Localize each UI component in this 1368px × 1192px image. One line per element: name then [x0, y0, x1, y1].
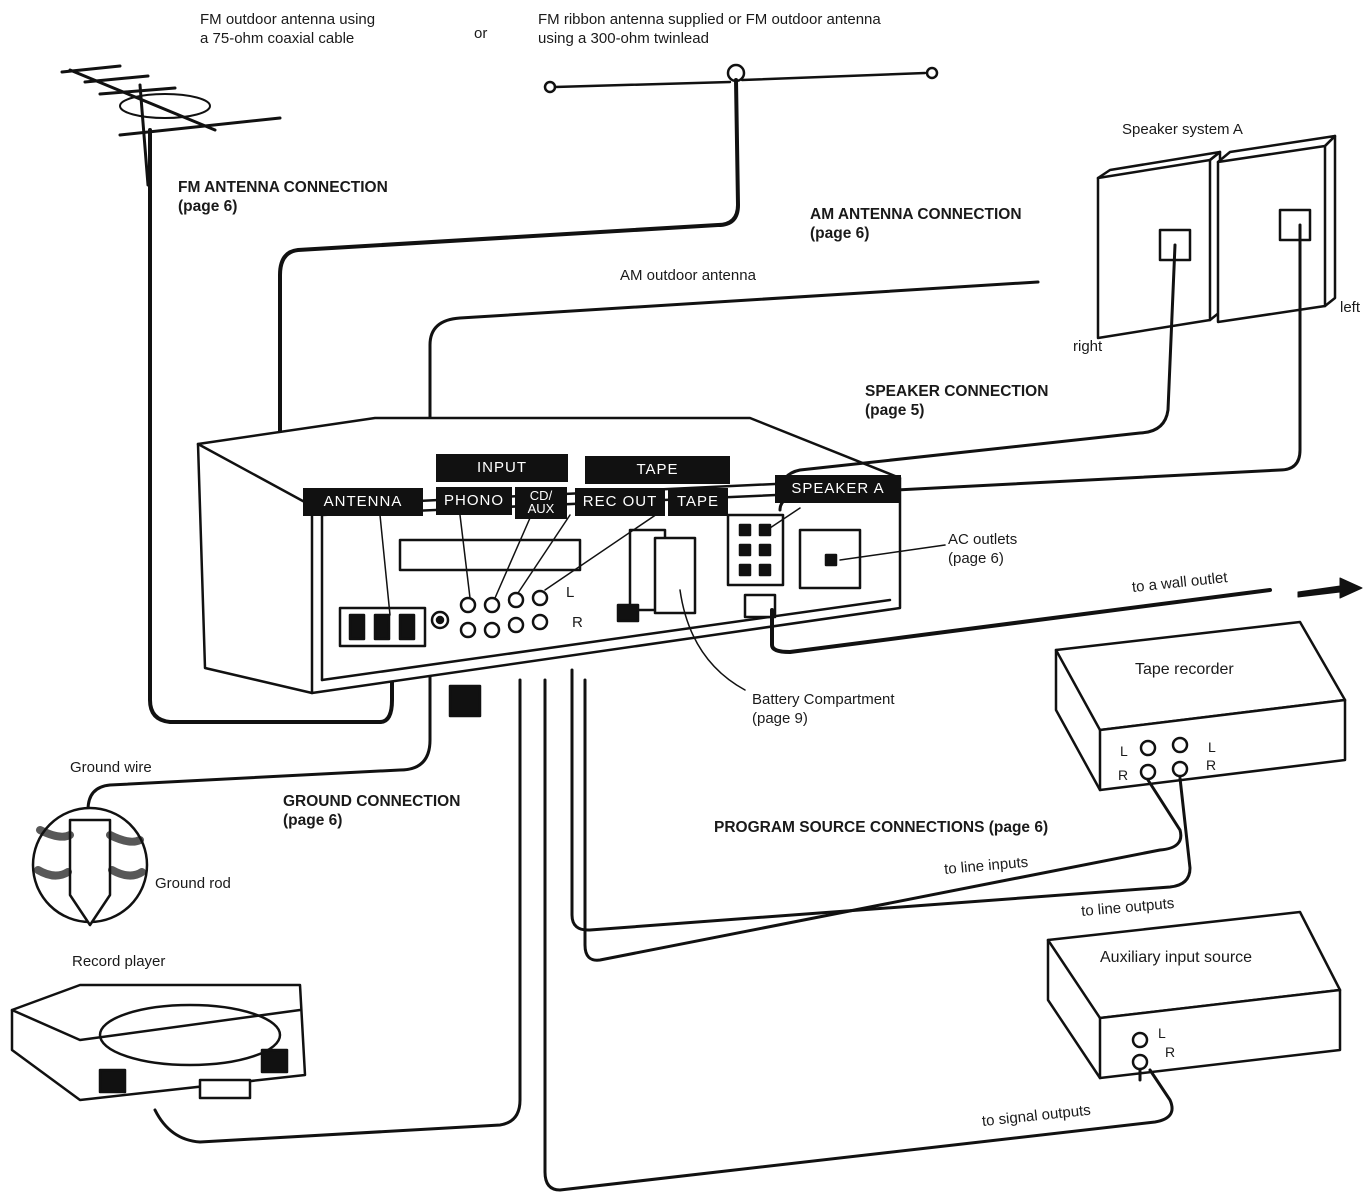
ground-wire-label: Ground wire	[70, 759, 152, 776]
program-source-connections-label: PROGRAM SOURCE CONNECTIONS (page 6)	[714, 819, 1049, 836]
speaker-connection: SPEAKER CONNECTION (page 5)	[865, 382, 1048, 420]
aux-r-label: R	[1165, 1044, 1176, 1060]
ground-connection-page: (page 6)	[283, 812, 343, 829]
fm-antenna-connection: FM ANTENNA CONNECTION (page 6)	[178, 178, 388, 216]
panel-antenna: ANTENNA	[303, 488, 423, 516]
speaker-connection-page: (page 5)	[865, 402, 925, 419]
leader-lines	[379, 507, 946, 691]
tape-l-label: L	[1120, 743, 1128, 759]
am-antenna-connection: AM ANTENNA CONNECTION (page 6)	[810, 205, 1022, 243]
fm-outdoor-antenna-label: FM outdoor antenna using a 75-ohm coaxia…	[200, 10, 375, 48]
fm-antenna-connection-page: (page 6)	[178, 198, 238, 215]
am-outdoor-antenna-label: AM outdoor antenna	[620, 267, 756, 284]
battery-compartment-page: (page 9)	[752, 710, 808, 727]
fm-outdoor-antenna-line1: FM outdoor antenna using	[200, 11, 376, 28]
tape-r-label: R	[1118, 767, 1129, 783]
panel-input: INPUT	[436, 454, 568, 482]
receiver-unit-drawing	[196, 416, 902, 718]
fm-outdoor-antenna-line2: a 75-ohm coaxial cable	[200, 30, 355, 47]
speakers-drawing	[778, 134, 1337, 512]
tape-recorder-label: Tape recorder	[1135, 661, 1234, 678]
am-antenna-connection-page: (page 6)	[810, 225, 870, 242]
power-cord	[770, 588, 1272, 654]
panel-phono: PHONO	[436, 487, 512, 515]
panel-rec-out: REC OUT	[575, 488, 665, 516]
ac-outlets-label: AC outlets (page 6)	[948, 530, 1017, 568]
speaker-connection-title: SPEAKER CONNECTION	[865, 383, 1049, 400]
ground-rod-label: Ground rod	[155, 875, 231, 892]
ac-outlets-page: (page 6)	[948, 550, 1004, 567]
panel-cd-aux-line2: AUX	[527, 501, 555, 516]
am-antenna-connection-title: AM ANTENNA CONNECTION	[810, 206, 1022, 223]
fm-antenna-connection-title: FM ANTENNA CONNECTION	[178, 179, 388, 196]
battery-compartment-title: Battery Compartment	[752, 691, 895, 708]
jack-l-label: L	[566, 584, 575, 601]
ground-connection-title: GROUND CONNECTION	[283, 793, 461, 810]
rca-jacks-drawing	[459, 589, 549, 639]
panel-tape-in: TAPE	[668, 488, 728, 516]
panel-tape: TAPE	[585, 456, 730, 484]
am-antenna-wire	[86, 280, 1040, 852]
tape-recorder-drawing	[570, 620, 1347, 962]
aux-l-label: L	[1158, 1025, 1166, 1041]
jack-r-label: R	[572, 614, 583, 631]
yagi-antenna-drawing	[60, 64, 394, 724]
battery-compartment-label: Battery Compartment (page 9)	[752, 690, 895, 728]
auxiliary-input-source-label: Auxiliary input source	[1100, 949, 1253, 966]
panel-speaker-a: SPEAKER A	[775, 475, 901, 503]
panel-cd-aux: CD/ AUX	[515, 487, 567, 519]
or-label: or	[474, 25, 488, 42]
fm-ribbon-antenna-line2: using a 300-ohm twinlead	[538, 30, 709, 47]
speaker-left-label: left	[1340, 299, 1361, 316]
record-player-drawing	[10, 678, 522, 1144]
speaker-right-label: right	[1073, 338, 1103, 355]
ground-rod-drawing	[31, 806, 149, 927]
ac-outlets-title: AC outlets	[948, 531, 1018, 548]
aux-source-drawing	[543, 678, 1342, 1192]
speaker-system-a-label: Speaker system A	[1122, 121, 1243, 138]
wall-outlet-arrow	[1297, 577, 1363, 599]
tape-r2-label: R	[1206, 757, 1217, 773]
fm-ribbon-antenna-line1: FM ribbon antenna supplied or FM outdoor…	[538, 11, 881, 28]
panel-cd-aux-line1: CD/	[529, 488, 553, 503]
ground-connection: GROUND CONNECTION (page 6)	[283, 792, 460, 830]
tape-l2-label: L	[1208, 739, 1216, 755]
fm-ribbon-antenna-label: FM ribbon antenna supplied or FM outdoor…	[538, 10, 881, 48]
record-player-label: Record player	[72, 953, 166, 970]
